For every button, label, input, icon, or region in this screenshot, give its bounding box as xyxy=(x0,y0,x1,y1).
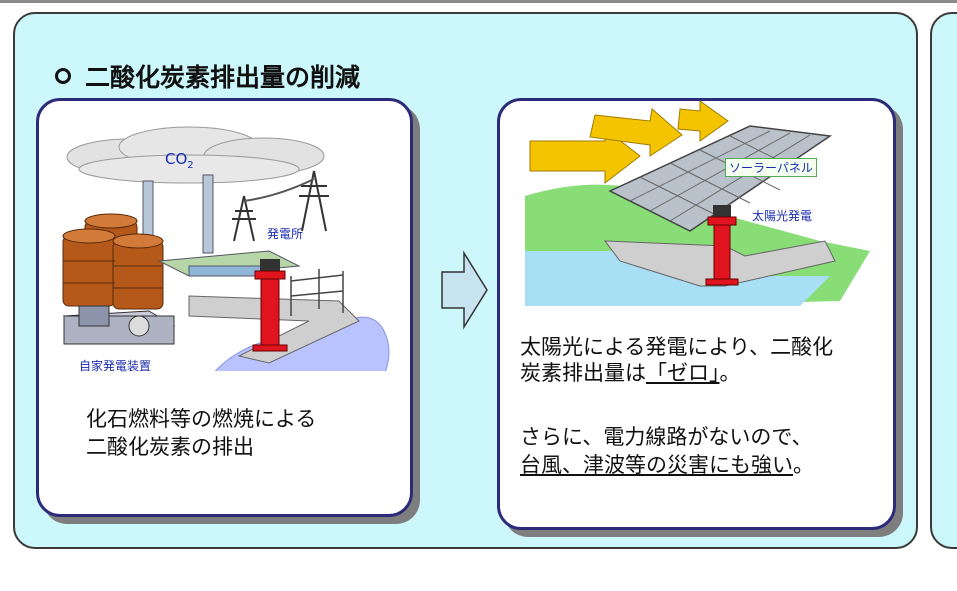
oil-barrels-icon xyxy=(62,213,164,310)
lighthouse-icon xyxy=(252,259,288,352)
smoke-cloud-icon xyxy=(66,126,325,184)
right-arrow-icon xyxy=(441,250,488,330)
right-p1-line1: 太陽光による発電により、二酸化 xyxy=(520,335,834,359)
power-plant-label: 発電所 xyxy=(267,227,304,241)
solar-power-label: 太陽光発電 xyxy=(752,209,813,223)
right-p2-line1: さらに、電力線路がないので、 xyxy=(520,425,813,449)
power-plant-illustration: CO2 xyxy=(62,126,390,371)
lighthouse-icon xyxy=(705,205,739,286)
right-p2-line2: 台風、津波等の災害にも強い。 xyxy=(520,453,814,477)
sunlight-arrow-icon xyxy=(529,101,729,185)
fossil-fuel-card: CO2 発電所 自家発電装置 化石燃料等の燃焼による 二酸化炭素の排出 xyxy=(36,98,413,517)
heading-text: 二酸化炭素排出量の削減 xyxy=(85,63,361,92)
solar-power-card: ソーラーパネル 太陽光発電 太陽光による発電により、二酸化 炭素排出量は「ゼロ」… xyxy=(497,98,896,530)
solar-illustration xyxy=(525,101,870,306)
right-p1-line2: 炭素排出量は「ゼロ」。 xyxy=(520,361,741,385)
circle-bullet-icon xyxy=(55,68,71,84)
section-heading: 二酸化炭素排出量の削減 xyxy=(55,58,360,94)
pylon-icon xyxy=(232,170,329,242)
top-rule xyxy=(0,0,957,3)
generator-icon xyxy=(62,305,176,345)
left-text-line2: 二酸化炭素の排出 xyxy=(86,435,254,459)
solar-panel-label: ソーラーパネル xyxy=(725,158,817,177)
generator-label: 自家発電装置 xyxy=(79,359,152,373)
left-text-line1: 化石燃料等の燃焼による xyxy=(86,407,317,431)
next-panel-edge xyxy=(930,12,957,549)
co2-label: CO2 xyxy=(165,150,194,171)
